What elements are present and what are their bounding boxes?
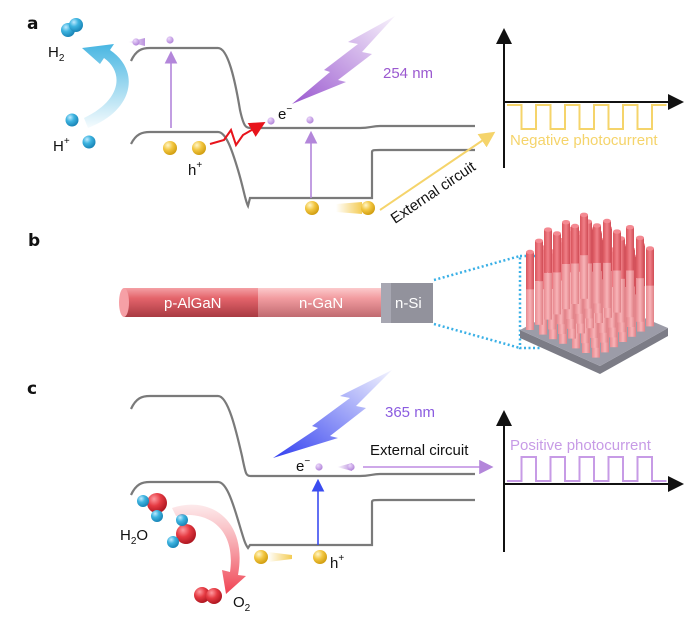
hole-label-a: h+ [188, 160, 202, 179]
p-algan-segment [124, 288, 260, 317]
external-circuit-arrow-icon [379, 131, 496, 211]
nanowire-pillar [562, 220, 570, 310]
panel-b: b p-AlGaN n-GaN n-Si [28, 212, 668, 374]
nanowire-pillar [535, 238, 543, 325]
hole-label-c: h+ [330, 553, 344, 572]
nanowire-pillar [544, 227, 552, 320]
nanowire-pillar [603, 218, 611, 308]
h2o-label: H2O [120, 527, 148, 547]
conduction-band-a [129, 46, 475, 130]
oxidation-arrow-icon [172, 504, 246, 594]
hplus-label: H+ [53, 136, 70, 155]
rod-end-cap [119, 288, 129, 317]
conduction-band-c [129, 394, 475, 478]
valence-band-c [129, 480, 475, 550]
hole-icon [254, 550, 268, 564]
hole-icon [305, 201, 319, 215]
nanowire-pillar [646, 246, 654, 327]
photocurrent-label-a: Negative photocurrent [510, 132, 658, 149]
proton-icon [65, 113, 79, 127]
o2-label: O2 [233, 594, 251, 614]
nanowire-pillar [553, 231, 561, 315]
electron-label-a: e− [278, 104, 292, 123]
photocurrent-trace [507, 104, 667, 130]
wavelength-label-c: 365 nm [385, 404, 435, 421]
h2-molecule-icon [61, 18, 83, 37]
reduction-arrow-icon [82, 44, 129, 128]
nanowire-pillar [593, 223, 601, 304]
nanowire-pillar [636, 235, 644, 322]
photocurrent-label-c: Positive photocurrent [510, 437, 652, 454]
p-algan-label: p-AlGaN [164, 295, 222, 312]
water-molecule-icon [137, 493, 167, 522]
panel-c: c 365 nm e− External circuit h+ H2O [27, 370, 684, 614]
uv-light-bolt-icon [292, 16, 395, 104]
hole-icon [163, 141, 177, 155]
n-si-label: n-Si [395, 295, 422, 312]
zoom-indicator [433, 254, 542, 350]
n-gan-segment [258, 288, 390, 317]
nanowire-pillar [613, 229, 621, 313]
recombination-arrow-icon [209, 121, 266, 148]
water-molecule-icon [167, 514, 196, 548]
electron-icon [315, 463, 323, 471]
nanowire-pillar [571, 223, 579, 304]
electron-icon [306, 116, 314, 124]
nanowire-array-icon [520, 212, 668, 374]
nanowire-pillar [626, 225, 634, 318]
electron-icon [132, 38, 140, 46]
panel-a: a H2 H+ h+ e− [27, 14, 684, 228]
panel-b-label: b [28, 231, 40, 251]
electron-icon [347, 463, 355, 471]
hole-icon [313, 550, 327, 564]
positive-photocurrent-chart: Positive photocurrent [496, 410, 684, 552]
nanowire-rod: p-AlGaN n-GaN n-Si [119, 283, 433, 323]
electron-icon [166, 36, 174, 44]
h2-label: H2 [48, 44, 65, 64]
hole-icon [361, 201, 375, 215]
panel-a-label: a [27, 14, 38, 34]
proton-icon [82, 135, 96, 149]
wavelength-label-a: 254 nm [383, 65, 433, 82]
hole-icon [192, 141, 206, 155]
uv-light-bolt-icon [273, 370, 392, 458]
external-circuit-label-c: External circuit [370, 442, 469, 459]
electron-label-c: e− [296, 456, 310, 475]
panel-c-label: c [27, 379, 37, 399]
n-gan-label: n-GaN [299, 295, 343, 312]
photocurrent-trace [507, 456, 667, 482]
valence-band-a [130, 130, 475, 210]
external-circuit-label-a: External circuit [388, 158, 480, 228]
negative-photocurrent-chart: Negative photocurrent [496, 28, 684, 168]
o2-molecule-icon [194, 587, 222, 604]
nanowire-pillar [580, 212, 588, 299]
nanowire-pillar [526, 249, 534, 330]
electron-icon [267, 117, 275, 125]
